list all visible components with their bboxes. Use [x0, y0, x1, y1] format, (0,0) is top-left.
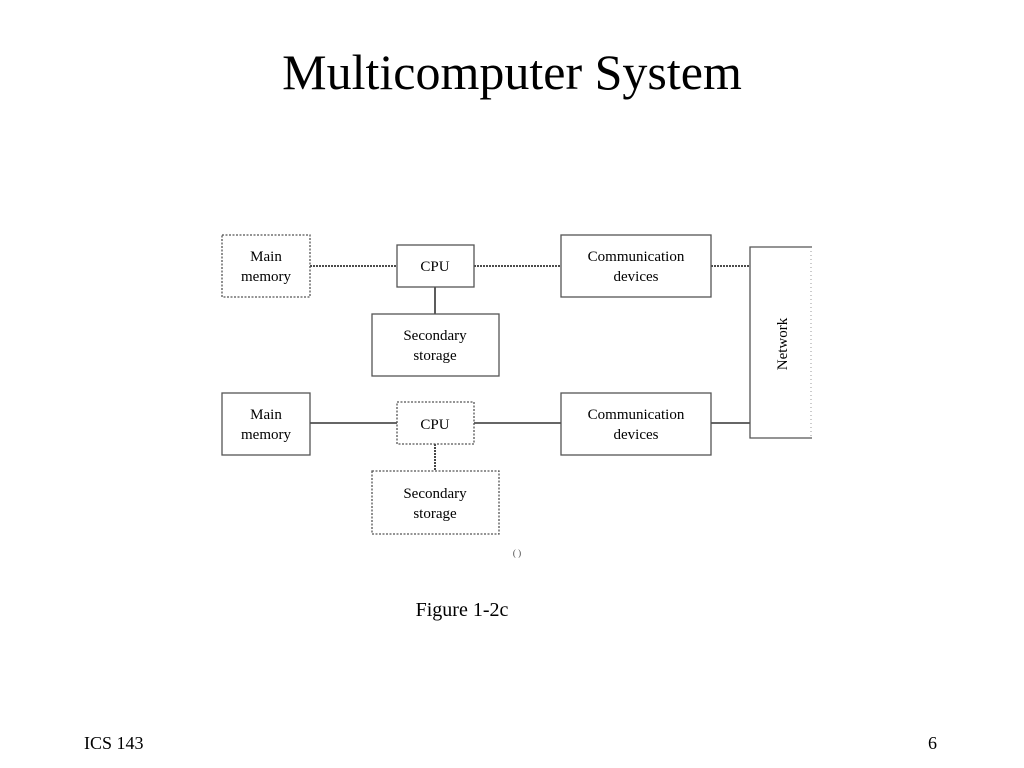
svg-text:devices: devices: [614, 269, 659, 285]
communication-devices-1: Communication devices: [560, 234, 712, 298]
svg-text:memory: memory: [241, 427, 291, 443]
svg-text:Communication: Communication: [588, 407, 685, 423]
diagram-subcaption: ( ): [513, 548, 521, 558]
secondary-storage-1: Secondary storage: [371, 313, 500, 377]
svg-text:Network: Network: [775, 317, 791, 370]
svg-text:Secondary: Secondary: [403, 486, 467, 502]
svg-text:devices: devices: [614, 427, 659, 443]
svg-text:CPU: CPU: [420, 259, 449, 275]
footer-page-number: 6: [928, 733, 937, 753]
svg-text:storage: storage: [413, 348, 457, 364]
svg-text:Communication: Communication: [588, 249, 685, 265]
secondary-storage-2: Secondary storage: [371, 470, 500, 535]
multicomputer-diagram: Main memory CPU Communication devices Se…: [221, 234, 812, 558]
slide-title: Multicomputer System: [282, 44, 742, 100]
cpu-2: CPU: [396, 401, 475, 445]
svg-text:storage: storage: [413, 506, 457, 522]
figure-caption: Figure 1-2c: [415, 599, 509, 621]
network: Network: [749, 246, 812, 439]
communication-devices-2: Communication devices: [560, 392, 712, 456]
svg-text:CPU: CPU: [420, 417, 449, 433]
footer-course: ICS 143: [84, 733, 144, 753]
main-memory-2: Main memory: [221, 392, 311, 456]
svg-text:memory: memory: [241, 269, 291, 285]
main-memory-1: Main memory: [221, 234, 311, 298]
svg-text:Secondary: Secondary: [403, 328, 467, 344]
cpu-1: CPU: [396, 244, 475, 288]
svg-text:Main: Main: [250, 249, 282, 265]
svg-text:Main: Main: [250, 407, 282, 423]
